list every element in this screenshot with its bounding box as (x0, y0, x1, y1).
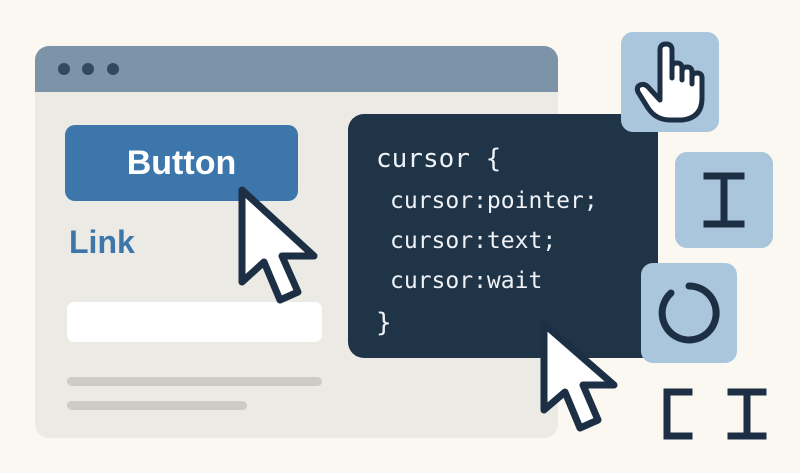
arrow-cursor-icon (236, 184, 326, 319)
hand-pointer-icon (634, 41, 705, 123)
pointer-cursor-tile[interactable] (621, 32, 719, 132)
wait-spinner-icon (658, 282, 720, 344)
code-line: cursor:wait (390, 268, 543, 294)
code-line: cursor:text; (390, 228, 557, 254)
code-line: cursor { (376, 144, 502, 174)
primary-button[interactable]: Button (65, 125, 298, 201)
code-panel: cursor { cursor:pointer; cursor:text; cu… (348, 114, 658, 358)
window-dot-1[interactable] (58, 63, 70, 75)
text-ibeam-icon (703, 172, 745, 228)
title-bar (35, 46, 558, 92)
primary-button-label: Button (126, 143, 237, 182)
arrow-cursor-icon (538, 318, 628, 443)
window-dot-3[interactable] (107, 63, 119, 75)
text-input[interactable] (67, 302, 322, 342)
link[interactable]: Link (69, 224, 135, 260)
code-line: } (376, 308, 392, 338)
text-line (67, 401, 247, 410)
bracket-icon (661, 388, 695, 445)
text-cursor-tile[interactable] (675, 152, 773, 248)
ibeam-icon (727, 388, 767, 445)
window-dot-2[interactable] (82, 63, 94, 75)
text-line (67, 377, 322, 386)
code-line: cursor:pointer; (390, 188, 598, 214)
wait-cursor-tile[interactable] (641, 263, 737, 363)
